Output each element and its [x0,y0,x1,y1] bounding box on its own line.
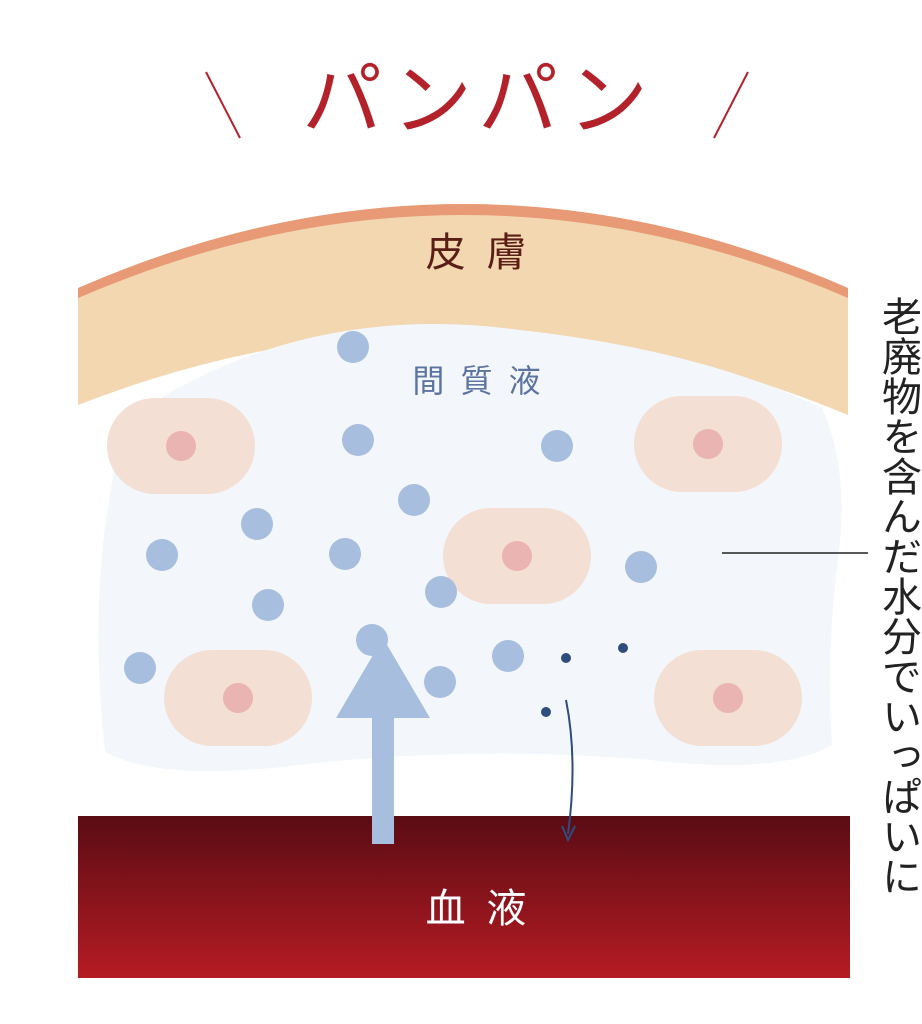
fluid-particle [252,589,284,621]
cell [107,398,255,494]
fluid-particle [124,652,156,684]
fluid-particle [146,539,178,571]
blood-vessel [78,816,850,978]
skin-surface-edge [78,204,848,298]
fluid-particle [342,424,374,456]
title-left-slash [205,71,241,139]
fluid-outflow-arrow [561,699,576,843]
side-note: 老廃物を含んだ水分でいっぱいに [875,296,921,896]
fluid-particle [329,538,361,570]
interstitial-fluid-label: 間 質 液 [412,362,543,400]
waste-dot [618,643,628,653]
skin-label: 皮 膚 [426,230,531,276]
waste-dot [561,653,571,663]
fluid-particle [241,508,273,540]
fluid-particle [398,484,430,516]
fluid-particle [492,640,524,672]
fluid-particle [424,666,456,698]
fluid-particle [541,430,573,462]
fluid-particle [625,551,657,583]
waste-dot [541,707,551,717]
waste-particles [541,643,628,717]
skin-layer [78,204,848,415]
cell [634,396,782,492]
diagram-title: パンパン [302,54,654,147]
fluid-inflow-arrow [336,638,430,844]
title-right-slash [713,71,749,139]
blood-label: 血 液 [426,886,531,932]
cell [654,650,802,746]
fluid-particles [124,331,657,698]
fluid-particle [425,576,457,608]
fluid-particle [337,331,369,363]
cell [164,650,312,746]
cell [443,508,591,604]
